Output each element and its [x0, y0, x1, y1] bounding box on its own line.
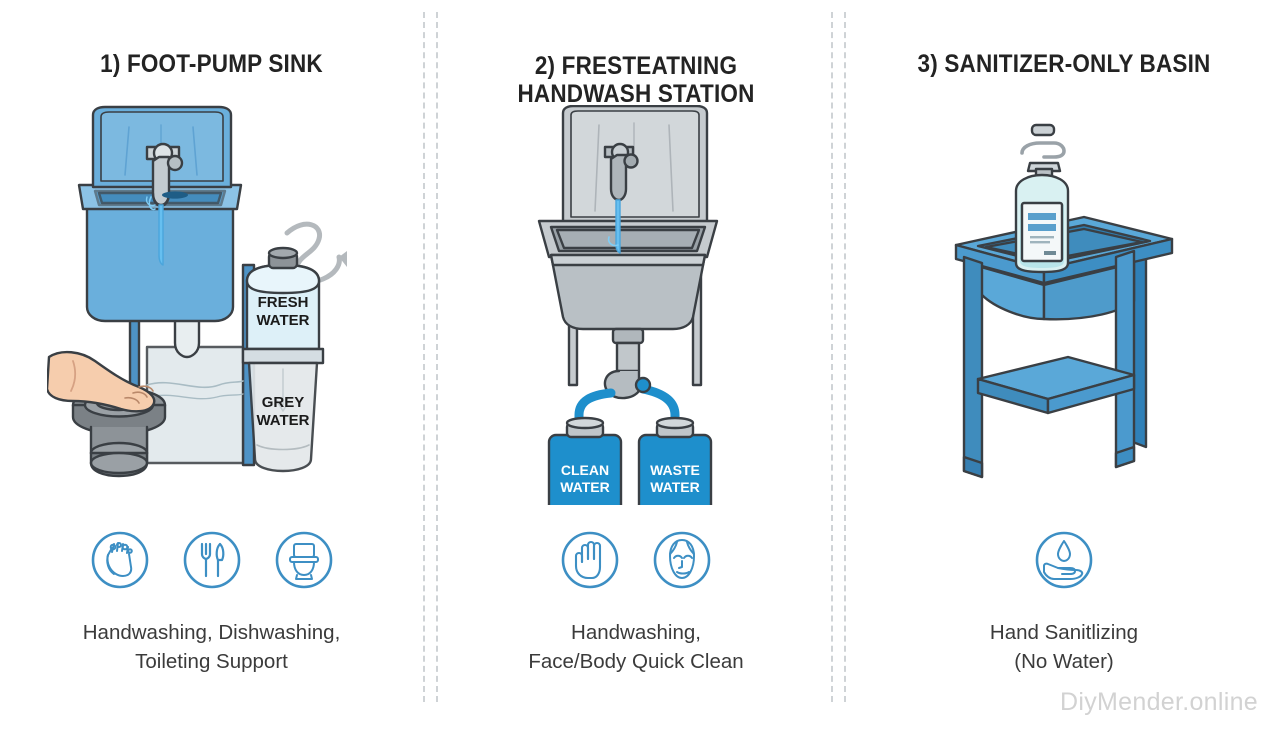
foot-pump-sink-illustration: FRESH WATER GREY WATER [0, 105, 423, 515]
face-icon [653, 531, 711, 589]
clean-water-label-line2: WATER [560, 479, 610, 495]
column-1-title: 1) FOOT-PUMP SINK [100, 50, 323, 78]
column-3-caption: Hand Sanitlizing (No Water) [989, 621, 1139, 673]
column-3-icon-row [848, 528, 1280, 592]
column-3-title: 3) SANITIZER-ONLY BASIN [917, 50, 1211, 78]
column-1-icon-row [0, 528, 423, 592]
freestanding-handwash-station-illustration: CLEAN WATER WASTE WATER [440, 105, 832, 515]
waste-water-label-line2: WATER [650, 479, 700, 495]
column-sanitizer-only-basin: 3) SANITIZER-ONLY BASIN [848, 0, 1280, 731]
washing-hands-icon [91, 531, 148, 589]
column-2-caption: Handwashing, Face/Body Quick Clean [528, 621, 744, 673]
column-divider-1 [423, 12, 439, 702]
column-freestanding-handwash-station: 2) FRESTEATNING HANDWASH STATION [440, 0, 832, 731]
column-foot-pump-sink: 1) FOOT-PUMP SINK [0, 0, 423, 731]
toilet-icon [275, 531, 332, 589]
fresh-water-label-line1: FRESH [257, 294, 308, 311]
sanitizer-only-basin-illustration [848, 105, 1280, 515]
open-hand-icon [561, 531, 619, 589]
column-2-icon-row [440, 528, 832, 592]
clean-water-label-line1: CLEAN [561, 462, 609, 478]
column-divider-2 [831, 12, 847, 702]
column-1-caption: Handwashing, Dishwashing, Toileting Supp… [82, 621, 341, 673]
droplet-in-hand-icon [1035, 531, 1093, 589]
grey-water-label-line2: WATER [256, 412, 309, 429]
fresh-water-label-line2: WATER [256, 312, 309, 329]
watermark: DiyMender.online [1060, 688, 1258, 716]
waste-water-label-line1: WASTE [650, 462, 700, 478]
column-2-title: 2) FRESTEATNING HANDWASH STATION [517, 52, 755, 108]
fork-knife-icon [183, 531, 240, 589]
grey-water-label-line1: GREY [261, 394, 304, 411]
